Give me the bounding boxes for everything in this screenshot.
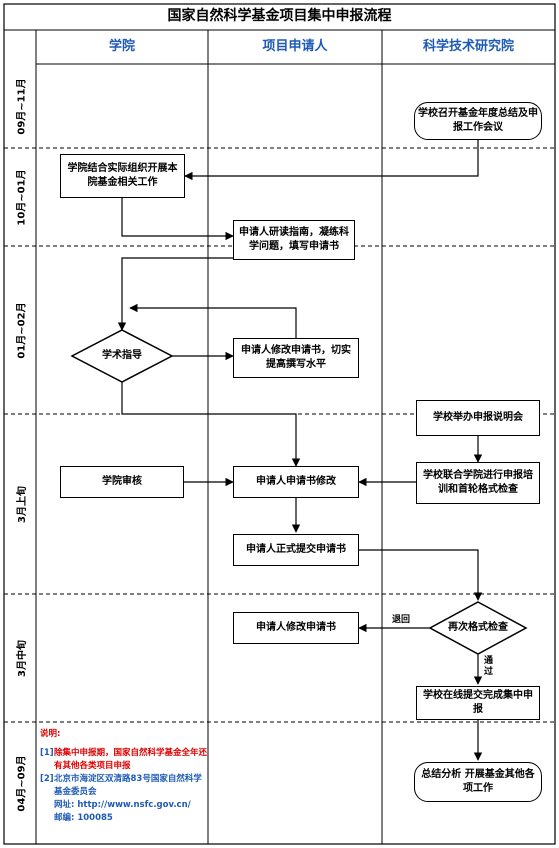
node-college-review: 学院审核 bbox=[60, 466, 184, 498]
note-postcode: 邮编: 100085 bbox=[54, 813, 113, 823]
edge-guidance-to-modify bbox=[121, 382, 301, 467]
node-applicant-revise-1: 申请人修改申请书，切实提高撰写水平 bbox=[233, 338, 359, 378]
node-online-submit: 学校在线提交完成集中申报 bbox=[416, 686, 540, 720]
phase-label-4: 3月上旬 bbox=[16, 485, 28, 523]
node-applicant-revise-2: 申请人修改申请书 bbox=[233, 612, 359, 644]
phase-label-2: 10月~01月 bbox=[16, 168, 28, 226]
edge-label-return: 退回 bbox=[392, 615, 411, 625]
note-item-2-text: 北京市海淀区双清路83号国家自然科学基金委员会 bbox=[54, 774, 202, 797]
edge-revise-loop bbox=[129, 303, 297, 338]
phase-label-5: 3月中旬 bbox=[16, 639, 28, 677]
node-applicant-submit: 申请人正式提交申请书 bbox=[233, 534, 359, 566]
edge-study-to-guidance bbox=[117, 257, 296, 331]
diamond-academic-guidance bbox=[70, 329, 174, 383]
node-applicant-modify: 申请人申请书修改 bbox=[233, 466, 359, 498]
node-recheck: 再次格式检查 bbox=[448, 622, 508, 633]
edge-submit-to-recheck bbox=[359, 549, 483, 601]
edge-meeting-to-college bbox=[184, 140, 479, 181]
notes-heading: 说明: bbox=[40, 729, 61, 739]
node-school-meeting: 学校召开基金年度总结及申报工作会议 bbox=[414, 102, 542, 140]
note-item-2-prefix: [2] bbox=[40, 774, 54, 784]
edge-college-to-study bbox=[121, 198, 234, 241]
notes-block: 说明: [1] 除集中申报期，国家自然科学基金全年还有其他各类项目申报 [2] … bbox=[40, 728, 208, 825]
phase-label-1: 09月~11月 bbox=[16, 77, 28, 135]
column-college: 学院 bbox=[108, 39, 135, 54]
node-academic-guidance: 学术指导 bbox=[102, 350, 142, 361]
node-summary: 总结分析 开展基金其他各项工作 bbox=[414, 762, 542, 802]
column-applicant: 项目申请人 bbox=[262, 39, 328, 54]
chart-title: 国家自然科学基金项目集中申报流程 bbox=[167, 8, 392, 24]
node-applicant-study: 申请人研读指南，凝练科学问题，填写申请书 bbox=[233, 220, 355, 260]
note-item-1: [1] 除集中申报期，国家自然科学基金全年还有其他各类项目申报 bbox=[40, 747, 208, 773]
node-college-organize: 学院结合实际组织开展本院基金相关工作 bbox=[60, 154, 185, 198]
diamond-recheck bbox=[428, 601, 528, 655]
outer-frame bbox=[3, 3, 556, 845]
note-website: 网址: http://www.nsfc.gov.cn/ bbox=[54, 800, 191, 810]
note-item-1-prefix: [1] bbox=[40, 748, 54, 758]
note-item-1-text: 除集中申报期，国家自然科学基金全年还有其他各类项目申报 bbox=[54, 748, 208, 771]
column-institute: 科学技术研究院 bbox=[422, 39, 514, 54]
node-joint-training: 学校联合学院进行申报培训和首轮格式检查 bbox=[416, 462, 540, 504]
note-item-2: [2] 北京市海淀区双清路83号国家自然科学基金委员会 bbox=[40, 773, 208, 799]
edge-label-pass: 通过 bbox=[484, 656, 494, 677]
phase-label-3: 01月~02月 bbox=[16, 301, 28, 359]
node-school-briefing: 学校举办申报说明会 bbox=[416, 400, 540, 436]
phase-label-6: 04月~09月 bbox=[16, 754, 28, 812]
